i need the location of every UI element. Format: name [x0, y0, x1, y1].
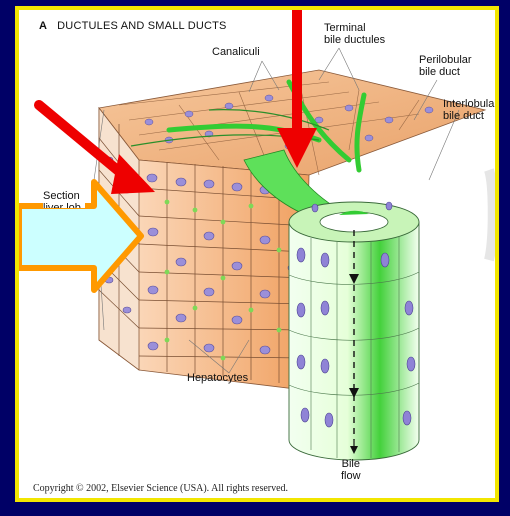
label-bile-line1: Bile	[341, 458, 361, 470]
liver-duct-illustration	[19, 10, 495, 498]
label-canaliculi: Canaliculi	[212, 46, 260, 58]
diagram-panel: A DUCTULES AND SMALL DUCTS Canaliculi Ter…	[15, 6, 499, 502]
label-section: Section liver lob	[43, 190, 85, 208]
label-section-line1: Section	[43, 190, 81, 202]
label-perilobular-line1: Perilobular	[419, 54, 472, 66]
label-interlobular-line1: Interlobular	[443, 98, 498, 110]
figure-title-text: DUCTULES AND SMALL DUCTS	[57, 20, 226, 32]
label-interlobular-duct: Interlobular bile duct	[443, 98, 498, 122]
label-terminal-line2: bile ductules	[324, 34, 385, 46]
label-interlobular-line2: bile duct	[443, 110, 498, 122]
label-perilobular-line2: bile duct	[419, 66, 472, 78]
label-bile-flow: Bile flow	[341, 458, 361, 482]
label-bile-line2: flow	[341, 470, 361, 482]
label-terminal-ductules: Terminal bile ductules	[324, 22, 385, 46]
figure-title: A DUCTULES AND SMALL DUCTS	[39, 20, 227, 32]
label-perilobular-duct: Perilobular bile duct	[419, 54, 472, 78]
label-terminal-line1: Terminal	[324, 22, 385, 34]
label-section-line2: liver lob	[43, 202, 81, 208]
copyright-notice: Copyright © 2002, Elsevier Science (USA)…	[33, 483, 288, 494]
label-hepatocytes: Hepatocytes	[187, 372, 248, 384]
panel-letter: A	[39, 20, 47, 32]
